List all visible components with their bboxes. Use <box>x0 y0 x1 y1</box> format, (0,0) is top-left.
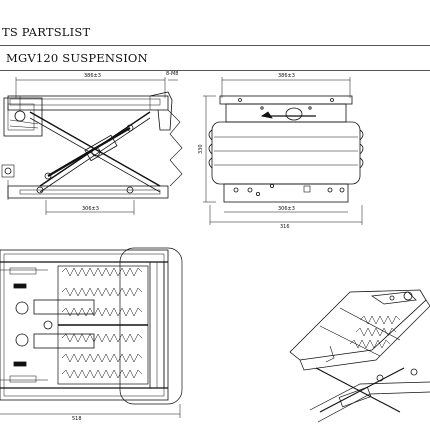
side-view-drawing <box>1 77 183 215</box>
front-view-top-dimension: 386±3 <box>278 73 295 79</box>
front-view-drawing <box>203 77 364 225</box>
plan-view-length-dimension: 518 <box>72 416 82 422</box>
parts-list-title: TS PARTSLIST <box>2 25 91 39</box>
title-divider <box>0 45 430 46</box>
subtitle-divider <box>0 70 430 71</box>
side-view-mount-label: 8-M8 <box>166 71 178 77</box>
side-view-top-dimension: 386±3 <box>84 73 101 79</box>
side-view-bottom-dimension: 306±3 <box>82 206 99 212</box>
front-view-outer-width-dimension: 316 <box>280 224 290 230</box>
front-view-inner-width-dimension: 306±3 <box>278 206 295 212</box>
plan-view-drawing <box>0 247 183 418</box>
suspension-model-label: MGV120 SUSPENSION <box>6 51 148 65</box>
front-view-height-dimension: 330 <box>198 144 204 154</box>
suspension-model-row: MGV120 SUSPENSION <box>0 47 430 69</box>
isometric-view-drawing <box>289 289 430 423</box>
parts-list-title-row: TS PARTSLIST <box>0 21 430 43</box>
